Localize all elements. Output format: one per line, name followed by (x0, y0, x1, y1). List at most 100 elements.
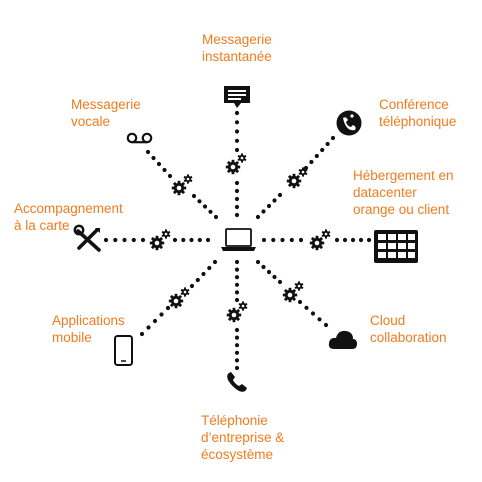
label-conference-telephonique: Conférence téléphonique (379, 96, 456, 130)
connector-dot (234, 196, 240, 202)
label-cloud-collaboration: Cloud collaboration (370, 312, 447, 346)
label-line: datacenter (353, 185, 417, 200)
label-telephonie: Téléphonie d’entreprise & écosystème (201, 412, 284, 463)
connector-dot (202, 204, 208, 209)
connector-dot (197, 199, 202, 204)
label-line: mobile (52, 330, 92, 345)
tools-icon (73, 224, 101, 252)
label-line: Téléphonie (201, 413, 268, 428)
connector-dot (255, 214, 261, 220)
label-accompagnement: Accompagnement à la carte (14, 200, 123, 234)
label-line: d’entreprise & (201, 430, 285, 445)
label-line: Messagerie (71, 97, 141, 112)
gear-icon (310, 229, 331, 250)
connector-dot (139, 331, 145, 337)
gear-icon (227, 301, 248, 322)
connector-dot (350, 237, 356, 243)
label-messagerie-instantanee: Messagerie instantanée (202, 31, 272, 65)
connector-dot (113, 237, 118, 243)
connector-dots (103, 110, 372, 371)
chat-icon (224, 86, 250, 108)
connector-dot (213, 214, 219, 220)
connector-dot (317, 317, 322, 322)
label-line: téléphonique (379, 114, 457, 129)
server-rack-icon (374, 230, 418, 263)
connector-dot (366, 237, 372, 243)
connector-dot (234, 147, 240, 153)
connector-dot (167, 173, 173, 179)
label-line: Conférence (379, 97, 449, 112)
connector-dot (255, 259, 261, 265)
label-line: Messagerie (202, 32, 272, 47)
connector-dot (234, 204, 240, 210)
connector-dot (234, 259, 240, 265)
connector-dot (325, 141, 330, 147)
connector-dot (297, 299, 303, 305)
connector-dot (272, 274, 277, 280)
connector-dot (234, 180, 240, 186)
connector-dot (323, 322, 329, 328)
connector-dot (162, 167, 167, 173)
label-messagerie-vocale: Messagerie vocale (71, 96, 141, 130)
connector-dot (234, 188, 240, 194)
connector-dot (234, 138, 240, 143)
connector-dot (234, 365, 240, 371)
connector-dot (234, 120, 240, 125)
connector-dot (314, 153, 319, 159)
connector-dot (234, 350, 240, 355)
gear-icon (287, 167, 308, 188)
connector-dot (181, 237, 186, 243)
connector-dot (152, 318, 158, 324)
connector-dot (310, 311, 316, 316)
laptop-icon (221, 228, 256, 251)
connector-dot (212, 259, 218, 265)
connector-dot (234, 343, 240, 348)
connector-dot (330, 135, 336, 141)
connector-dot (195, 277, 200, 283)
connector-dot (122, 237, 127, 243)
connector-dot (309, 159, 314, 165)
connector-dot (271, 237, 276, 243)
label-hebergement: Hébergement en datacenter orange ou clie… (353, 167, 454, 218)
label-line: vocale (71, 114, 111, 129)
connector-dot (234, 275, 240, 280)
connector-dot (234, 129, 240, 134)
connector-dot (156, 161, 162, 167)
connector-dot (304, 305, 309, 310)
connector-dot (266, 269, 272, 275)
connector-dot (189, 237, 194, 243)
voicemail-icon (126, 132, 153, 144)
connector-dot (234, 335, 240, 340)
connector-dot (234, 290, 240, 295)
label-line: Accompagnement (14, 201, 123, 216)
connector-dot (234, 212, 240, 218)
connector-dot (266, 203, 272, 209)
label-line: à la carte (14, 218, 70, 233)
label-line: instantanée (202, 49, 272, 64)
connector-dot (280, 237, 285, 243)
connector-dot (334, 237, 340, 243)
connector-dot (272, 198, 277, 203)
connector-dot (234, 358, 240, 363)
connector-dot (261, 209, 266, 214)
connector-dot (145, 149, 151, 155)
connector-dot (165, 305, 171, 311)
connector-dot (277, 192, 283, 198)
label-applications-mobile: Applications mobile (52, 312, 125, 346)
connector-dot (234, 297, 240, 303)
cloud-icon (328, 330, 357, 349)
connector-dot (103, 237, 109, 243)
phone-icon (227, 372, 247, 392)
label-line: Cloud (370, 313, 406, 328)
connector-dot (151, 155, 156, 161)
connector-dot (298, 237, 304, 243)
gear-icon (283, 281, 304, 302)
connector-dot (320, 147, 325, 153)
gear-icon (226, 153, 247, 174)
connector-dot (205, 237, 211, 243)
connector-dot (191, 193, 197, 199)
connector-dot (197, 237, 202, 243)
gear-icon (172, 174, 193, 195)
label-line: écosystème (201, 447, 274, 462)
connector-dot (172, 237, 178, 243)
